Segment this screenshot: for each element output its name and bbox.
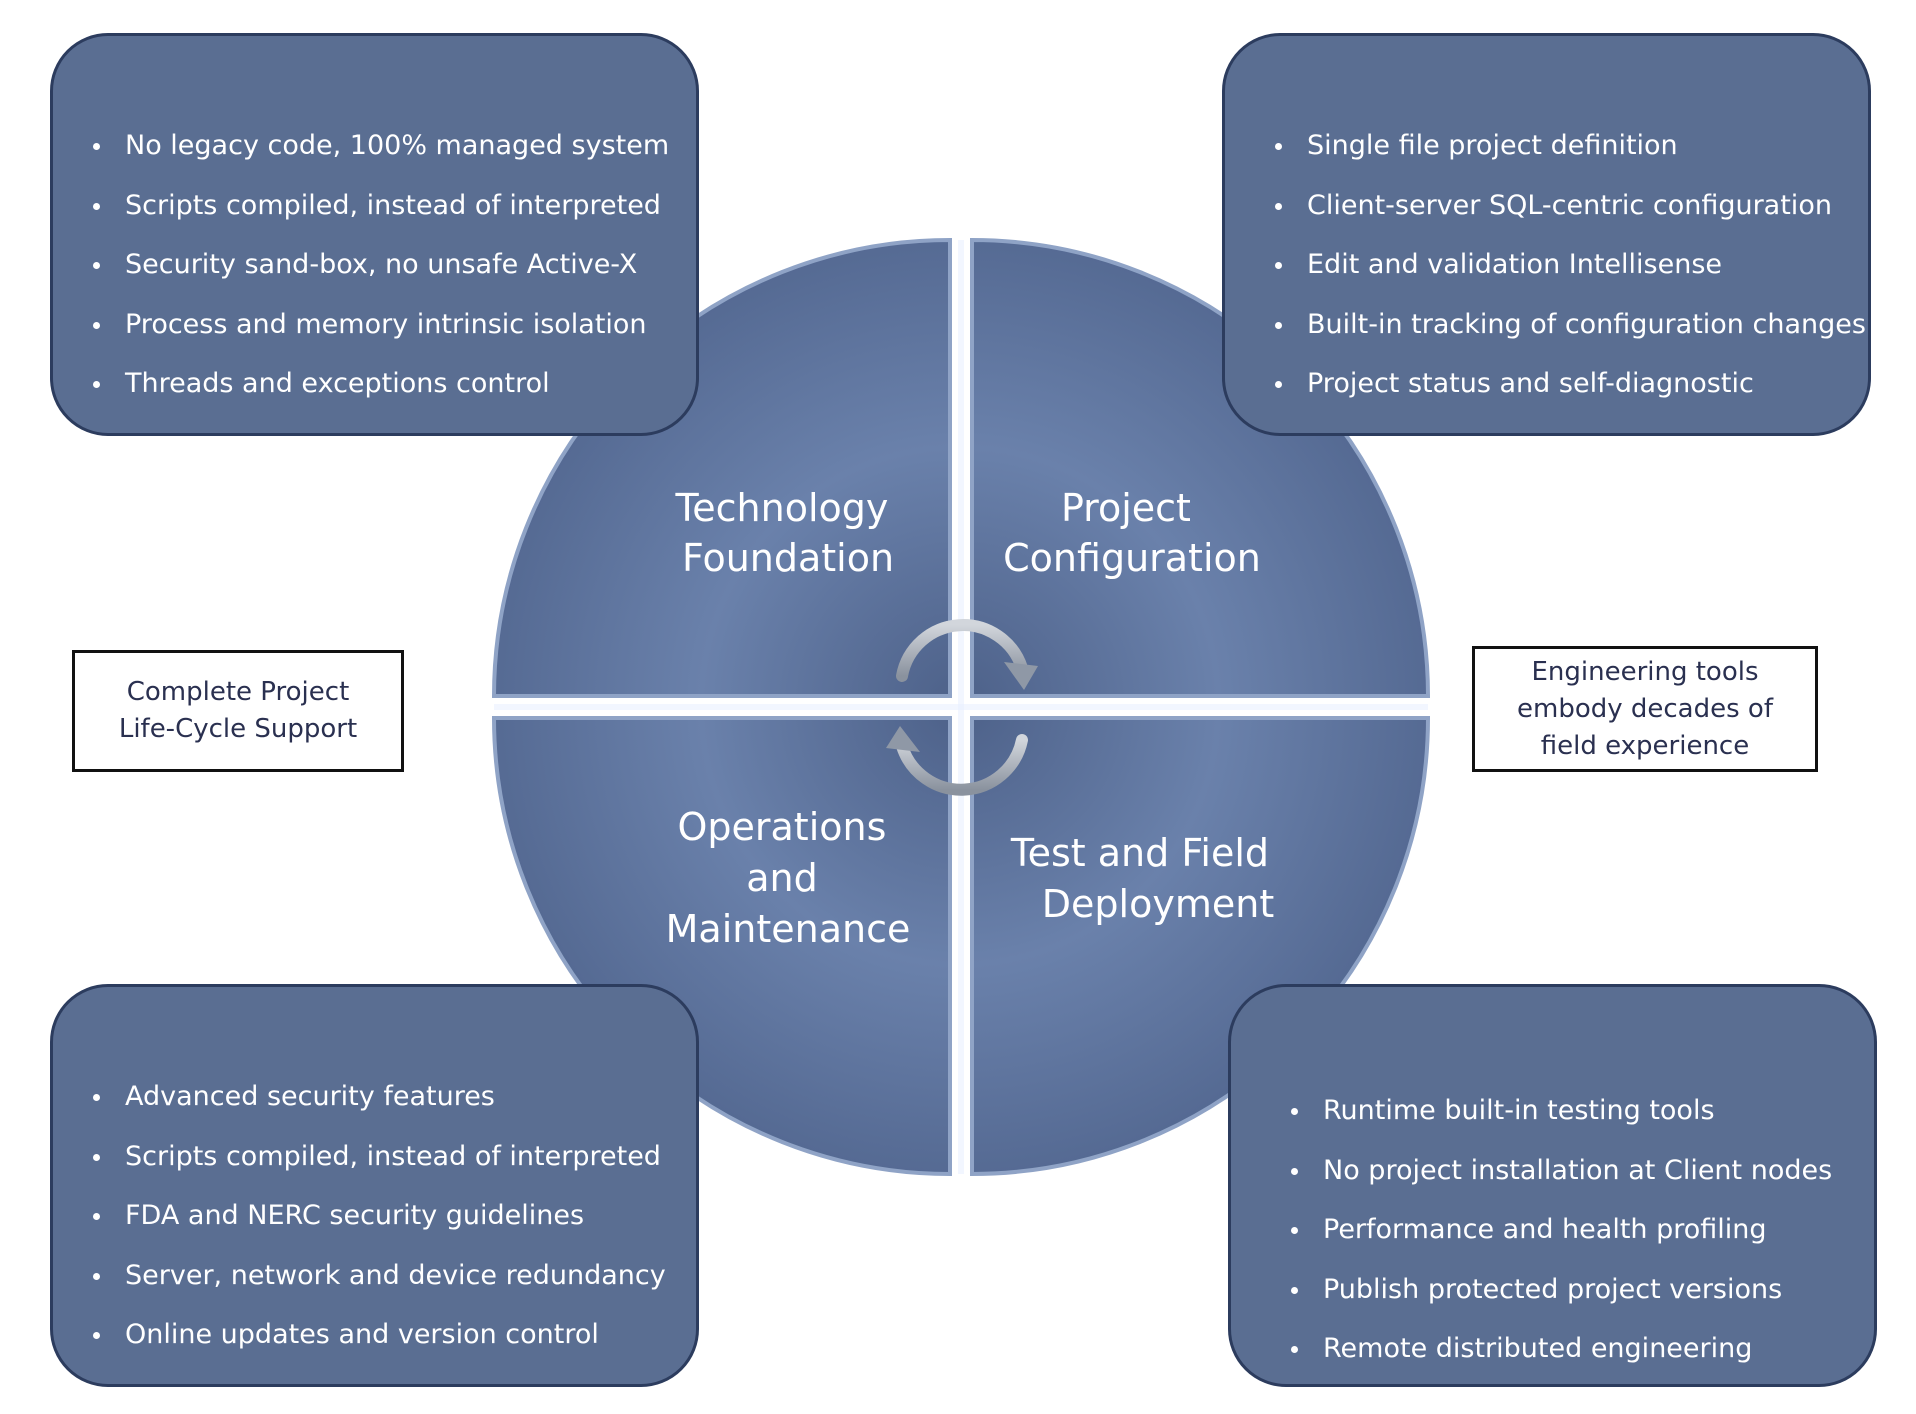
note-line: Complete Project bbox=[126, 677, 350, 707]
technology-features-box: No legacy code, 100% managed system Scri… bbox=[50, 33, 699, 436]
list-item: Edit and validation Intellisense bbox=[1225, 235, 1868, 295]
configuration-features-list: Single file project definition Client-se… bbox=[1225, 36, 1868, 414]
list-item: Client-server SQL-centric configuration bbox=[1225, 176, 1868, 236]
list-item: Scripts compiled, instead of interpreted bbox=[53, 176, 696, 236]
note-line: Life-Cycle Support bbox=[118, 714, 358, 744]
list-item: Server, network and device redundancy bbox=[53, 1246, 696, 1306]
list-item: No project installation at Client nodes bbox=[1231, 1141, 1874, 1201]
list-item: No legacy code, 100% managed system bbox=[53, 116, 696, 176]
note-line: Engineering tools bbox=[1531, 656, 1759, 687]
quadrant-label-configuration: Project Configuration bbox=[1003, 486, 1261, 580]
list-item: Performance and health profiling bbox=[1231, 1200, 1874, 1260]
list-item: Built-in tracking of configuration chang… bbox=[1225, 295, 1868, 355]
list-item: Scripts compiled, instead of interpreted bbox=[53, 1127, 696, 1187]
deployment-features-box: Runtime built-in testing tools No projec… bbox=[1228, 984, 1877, 1387]
configuration-features-box: Single file project definition Client-se… bbox=[1222, 33, 1871, 436]
quadrant-label-technology: Technology Foundation bbox=[675, 486, 901, 580]
cycle-arrow-top-head-icon bbox=[1004, 662, 1038, 690]
list-item: Advanced security features bbox=[53, 1067, 696, 1127]
operations-features-box: Advanced security features Scripts compi… bbox=[50, 984, 699, 1387]
cycle-arrow-bottom-head-icon bbox=[886, 726, 920, 752]
quadrant-label-operations: Operations and Maintenance bbox=[666, 805, 911, 951]
list-item: Runtime built-in testing tools bbox=[1231, 1081, 1874, 1141]
list-item: FDA and NERC security guidelines bbox=[53, 1186, 696, 1246]
cycle-arrow-top-icon bbox=[896, 619, 1028, 682]
technology-features-list: No legacy code, 100% managed system Scri… bbox=[53, 36, 696, 414]
list-item: Process and memory intrinsic isolation bbox=[53, 295, 696, 355]
note-line: field experience bbox=[1540, 730, 1750, 761]
cycle-arrow-bottom-icon bbox=[896, 734, 1028, 796]
list-item: Single file project definition bbox=[1225, 116, 1868, 176]
list-item: Project status and self-diagnostic bbox=[1225, 354, 1868, 414]
list-item: Remote distributed engineering bbox=[1231, 1319, 1874, 1379]
note-line: embody decades of bbox=[1517, 693, 1773, 724]
list-item: Online updates and version control bbox=[53, 1305, 696, 1365]
deployment-features-list: Runtime built-in testing tools No projec… bbox=[1231, 987, 1874, 1379]
operations-features-list: Advanced security features Scripts compi… bbox=[53, 987, 696, 1365]
list-item: Security sand-box, no unsafe Active-X bbox=[53, 235, 696, 295]
life-cycle-support-note: Complete Project Life-Cycle Support bbox=[72, 650, 404, 772]
list-item: Publish protected project versions bbox=[1231, 1260, 1874, 1320]
quadrant-label-deployment: Test and Field Deployment bbox=[1010, 831, 1281, 926]
engineering-tools-note: Engineering tools embody decades of fiel… bbox=[1472, 646, 1818, 772]
list-item: Threads and exceptions control bbox=[53, 354, 696, 414]
